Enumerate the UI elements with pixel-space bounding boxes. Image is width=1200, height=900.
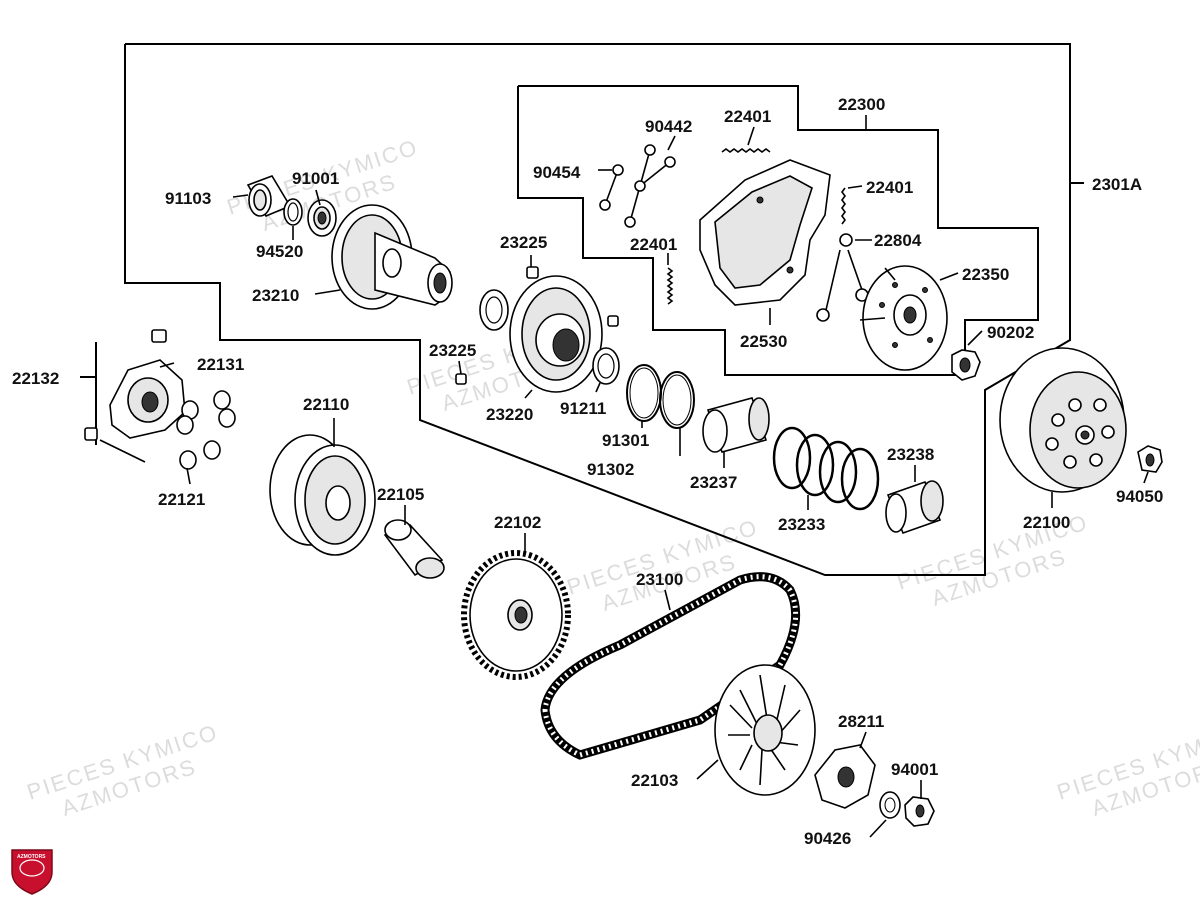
part-label[interactable]: 22401 [866,178,913,197]
slide-pieces-22132 [84,329,167,463]
drive-plate-22350 [859,265,948,371]
part-label[interactable]: 90442 [645,117,692,136]
pin-23225-upper [526,266,539,279]
spring-22401-top [721,148,771,153]
azmotors-logo: AZMOTORS [11,849,53,895]
part-label[interactable]: 23225 [500,233,547,252]
driven-face-23210 [331,204,453,310]
part-label[interactable]: 22300 [838,95,885,114]
starter-plate-28211 [814,744,876,809]
collar-22105 [383,519,445,579]
movable-driven-face-23220 [509,275,603,393]
part-label[interactable]: 94520 [256,242,303,261]
part-label[interactable]: 23220 [486,405,533,424]
o-ring-91302 [659,371,695,429]
part-label[interactable]: 22401 [630,235,677,254]
movable-drive-face-22110 [269,434,376,556]
pin-small [607,315,619,327]
o-ring-91301 [626,364,662,422]
part-label[interactable]: 23100 [636,570,683,589]
part-label[interactable]: 23238 [887,445,934,464]
part-label[interactable]: 23225 [429,341,476,360]
part-labels: 22300 22401 90442 90454 22401 2301A 9110… [12,95,1163,848]
spring-22401-right [841,187,846,225]
part-label[interactable]: 23210 [252,286,299,305]
part-label[interactable]: 91211 [560,399,606,418]
logo-text: AZMOTORS [17,854,46,860]
oil-seal-91211 [592,347,620,385]
part-label[interactable]: 22530 [740,332,787,351]
leader-lines [159,115,1149,838]
washer-90426 [879,791,901,819]
spring-22401-left [666,267,674,305]
part-label[interactable]: 22131 [197,355,244,374]
spring-23233 [772,426,880,511]
part-label[interactable]: 94050 [1116,487,1163,506]
clutch-shoes-22530 [699,159,831,306]
part-label[interactable]: 22121 [158,490,205,509]
part-label[interactable]: 22350 [962,265,1009,284]
oil-seal [479,289,509,331]
part-label[interactable]: 22132 [12,369,59,388]
part-label[interactable]: 2301A [1092,175,1142,194]
weight-rollers-22121 [176,390,236,470]
bearing-91001 [307,199,337,237]
part-label[interactable]: 22103 [631,771,678,790]
part-label[interactable]: 91302 [587,460,634,479]
pin-23225-lower [455,373,467,385]
part-label[interactable]: 90202 [987,323,1034,342]
part-label[interactable]: 22804 [874,231,922,250]
nut-90202 [951,349,981,381]
part-label[interactable]: 22100 [1023,513,1070,532]
watermark-group: PIECES KYMICO AZMOTORS PIECES KYMICO AZM… [24,134,1200,821]
nut-94001 [904,796,935,827]
part-label[interactable]: 94001 [891,760,938,779]
part-label[interactable]: 91001 [292,169,339,188]
part-label[interactable]: 22401 [724,107,771,126]
part-label[interactable]: 22102 [494,513,541,532]
part-label[interactable]: 91103 [165,189,211,208]
nut-94050 [1137,445,1163,473]
ramp-plate-22131 [109,359,186,439]
assembly-boundary-outer [124,43,1071,576]
drive-face-gear-22102 [461,550,571,680]
part-label[interactable]: 22105 [377,485,424,504]
part-label[interactable]: 23237 [690,473,737,492]
collar-23237 [702,397,770,453]
part-label[interactable]: 22110 [303,395,349,414]
part-label[interactable]: 28211 [838,712,884,731]
needle-bearing-91103 [246,175,292,218]
circlip-94520 [283,198,303,226]
part-label[interactable]: 90454 [533,163,581,182]
drive-belt-23100 [540,572,801,760]
pivot-parts-22804 [816,233,869,322]
link-arms [599,144,676,228]
part-label[interactable]: 23233 [778,515,825,534]
part-label[interactable]: 90426 [804,829,851,848]
spring-seat-23238 [885,480,944,535]
clutch-bell-22100 [999,347,1127,493]
part-label[interactable]: 91301 [602,431,649,450]
fan-22103 [714,664,816,796]
